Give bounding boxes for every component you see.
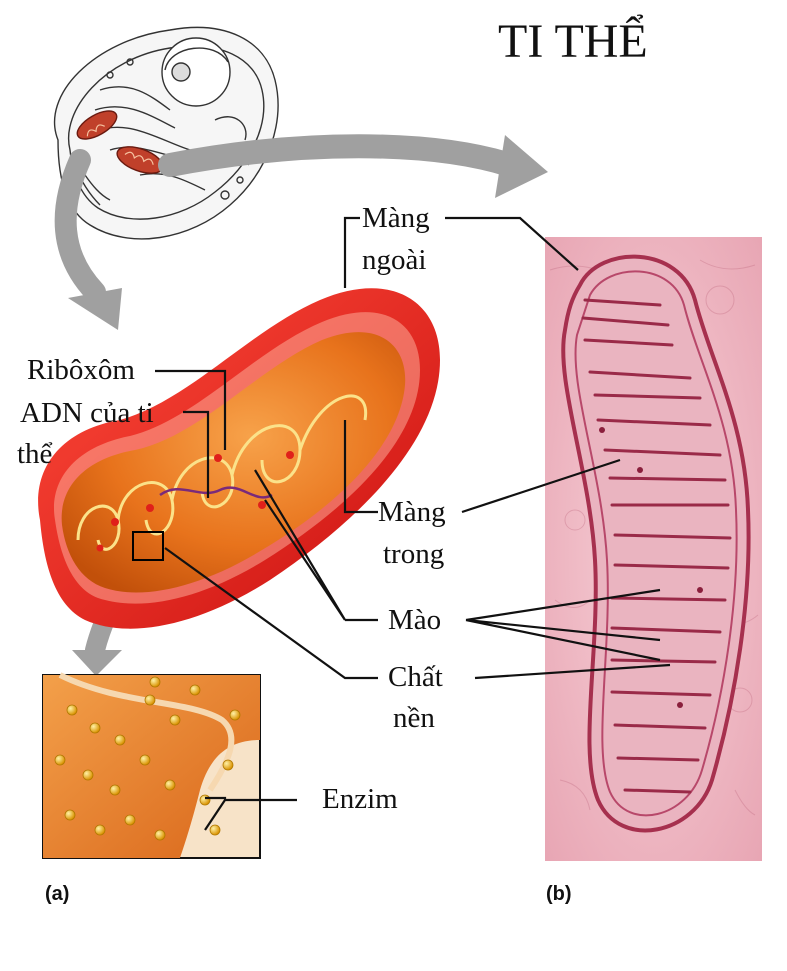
label-mang-trong-line1: Màng <box>378 496 446 528</box>
label-mang-trong-line2: trong <box>383 538 445 570</box>
label-adn-line2: thể <box>17 438 53 470</box>
leader-micrograph-outer <box>445 216 579 271</box>
leader-micrograph-mao <box>465 588 661 662</box>
zoom-inset <box>42 672 261 859</box>
micrograph-cristae <box>581 298 732 794</box>
leader-enzim <box>204 796 297 831</box>
label-chat-nen-line2: nền <box>393 702 435 734</box>
label-enzim: Enzim <box>322 783 398 815</box>
mitochondrion-illustration <box>38 288 441 629</box>
label-mang-ngoai-line2: ngoài <box>362 244 427 276</box>
arrow-to-micrograph <box>158 134 522 177</box>
label-mang-ngoai-line1: Màng <box>362 202 430 234</box>
leader-adn <box>183 410 210 498</box>
cell-sketch <box>53 26 279 240</box>
leader-ribosome <box>155 369 227 450</box>
label-adn-line1: ADN của ti <box>20 397 154 429</box>
leader-mao <box>254 469 378 622</box>
cell-mitochondrion-1 <box>76 110 118 140</box>
leader-mang-ngoai <box>343 216 360 288</box>
leader-lines <box>155 216 671 831</box>
panel-label-a: (a) <box>45 883 70 905</box>
leader-micrograph-chat-nen <box>474 663 671 680</box>
leader-micrograph-inner <box>461 458 621 514</box>
leader-mang-trong <box>343 420 378 514</box>
leader-chat-nen <box>164 547 378 680</box>
label-mao: Mào <box>388 604 442 636</box>
electron-micrograph <box>545 237 762 861</box>
micrograph-outer-membrane <box>561 254 751 833</box>
ribosomes <box>96 451 294 552</box>
label-chat-nen-line1: Chất <box>388 661 443 693</box>
panel-label-b: (b) <box>546 883 572 905</box>
zoom-box <box>132 531 164 561</box>
adn-strand <box>159 486 273 499</box>
enzyme-particles <box>54 676 241 841</box>
label-ribosome: Ribôxôm <box>27 354 135 386</box>
arrow-to-illustration <box>54 149 106 303</box>
page-title: TI THỂ <box>498 15 648 68</box>
